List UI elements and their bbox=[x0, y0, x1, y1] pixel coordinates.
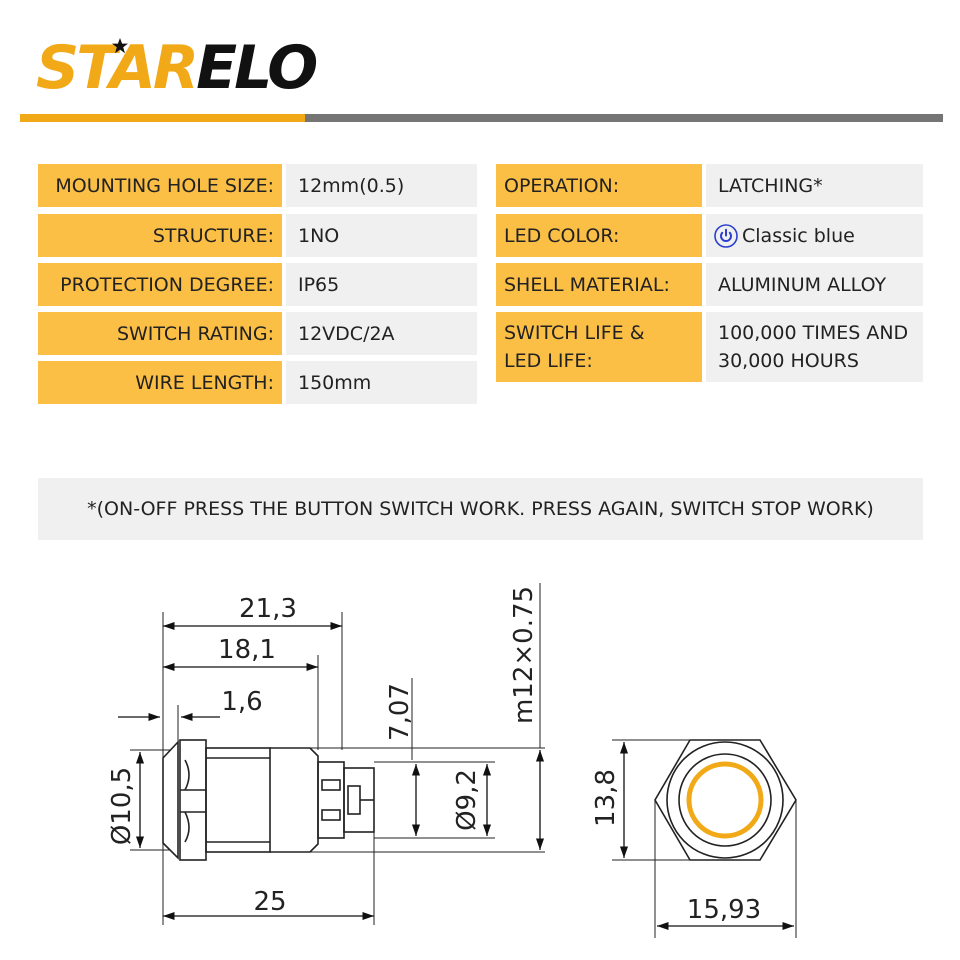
dimension-drawing: 21,3 18,1 1,6 25 7,07 m12×0.75 Ø10,5 Ø9,… bbox=[107, 583, 797, 938]
logo-part-elo: ELO bbox=[196, 33, 318, 103]
spec-label: SWITCH RATING: bbox=[38, 312, 282, 355]
spec-row-mounting-hole: MOUNTING HOLE SIZE: 12mm(0.5) bbox=[38, 164, 477, 207]
spec-value: 100,000 TIMES AND 30,000 HOURS bbox=[706, 312, 923, 382]
spec-label: WIRE LENGTH: bbox=[38, 361, 282, 404]
dim-diameter-9-2: Ø9,2 bbox=[452, 769, 482, 831]
spec-value: 12VDC/2A bbox=[286, 312, 477, 355]
spec-label: OPERATION: bbox=[496, 164, 702, 207]
spec-label: LED COLOR: bbox=[496, 214, 702, 257]
dim-25: 25 bbox=[253, 887, 286, 917]
spec-label: MOUNTING HOLE SIZE: bbox=[38, 164, 282, 207]
spec-row-led-color: LED COLOR: Classic blue bbox=[496, 214, 923, 257]
spec-row-structure: STRUCTURE: 1NO bbox=[38, 214, 477, 257]
dim-13-8: 13,8 bbox=[591, 769, 621, 827]
header-gray-bar bbox=[305, 114, 943, 122]
spec-value: 150mm bbox=[286, 361, 477, 404]
spec-value: IP65 bbox=[286, 263, 477, 306]
spec-label: SHELL MATERIAL: bbox=[496, 263, 702, 306]
spec-value-led: Classic blue bbox=[706, 214, 923, 257]
spec-row-shell-material: SHELL MATERIAL: ALUMINUM ALLOY bbox=[496, 263, 923, 306]
spec-value: ALUMINUM ALLOY bbox=[706, 263, 923, 306]
spec-label: STRUCTURE: bbox=[38, 214, 282, 257]
switch-side-view bbox=[162, 739, 375, 861]
logo-part-r: R bbox=[152, 33, 199, 103]
header-accent-bar bbox=[20, 114, 305, 122]
dim-21-3: 21,3 bbox=[239, 594, 297, 624]
led-ring bbox=[686, 761, 764, 839]
latching-note: *(ON-OFF PRESS THE BUTTON SWITCH WORK. P… bbox=[38, 478, 923, 540]
spec-row-rating: SWITCH RATING: 12VDC/2A bbox=[38, 312, 477, 355]
dim-1-6: 1,6 bbox=[221, 687, 262, 717]
dim-15-93: 15,93 bbox=[687, 895, 761, 925]
spec-row-protection: PROTECTION DEGREE: IP65 bbox=[38, 263, 477, 306]
led-color-text: Classic blue bbox=[742, 224, 855, 247]
power-icon bbox=[714, 223, 738, 248]
spec-value: 12mm(0.5) bbox=[286, 164, 477, 207]
logo-part-st: ST bbox=[36, 33, 113, 103]
dim-7-07: 7,07 bbox=[385, 683, 415, 741]
spec-row-life: SWITCH LIFE & LED LIFE: 100,000 TIMES AN… bbox=[496, 312, 923, 382]
dim-thread: m12×0.75 bbox=[509, 586, 539, 724]
star-icon bbox=[112, 38, 128, 54]
spec-value: LATCHING* bbox=[706, 164, 923, 207]
spec-label: SWITCH LIFE & LED LIFE: bbox=[496, 312, 702, 382]
spec-row-operation: OPERATION: LATCHING* bbox=[496, 164, 923, 207]
dim-diameter-10-5: Ø10,5 bbox=[107, 767, 137, 845]
switch-front-view bbox=[654, 739, 797, 861]
spec-label: PROTECTION DEGREE: bbox=[38, 263, 282, 306]
dim-18-1: 18,1 bbox=[218, 635, 276, 665]
spec-value: 1NO bbox=[286, 214, 477, 257]
spec-row-wire-length: WIRE LENGTH: 150mm bbox=[38, 361, 477, 404]
brand-logo: STARELO bbox=[36, 28, 318, 108]
